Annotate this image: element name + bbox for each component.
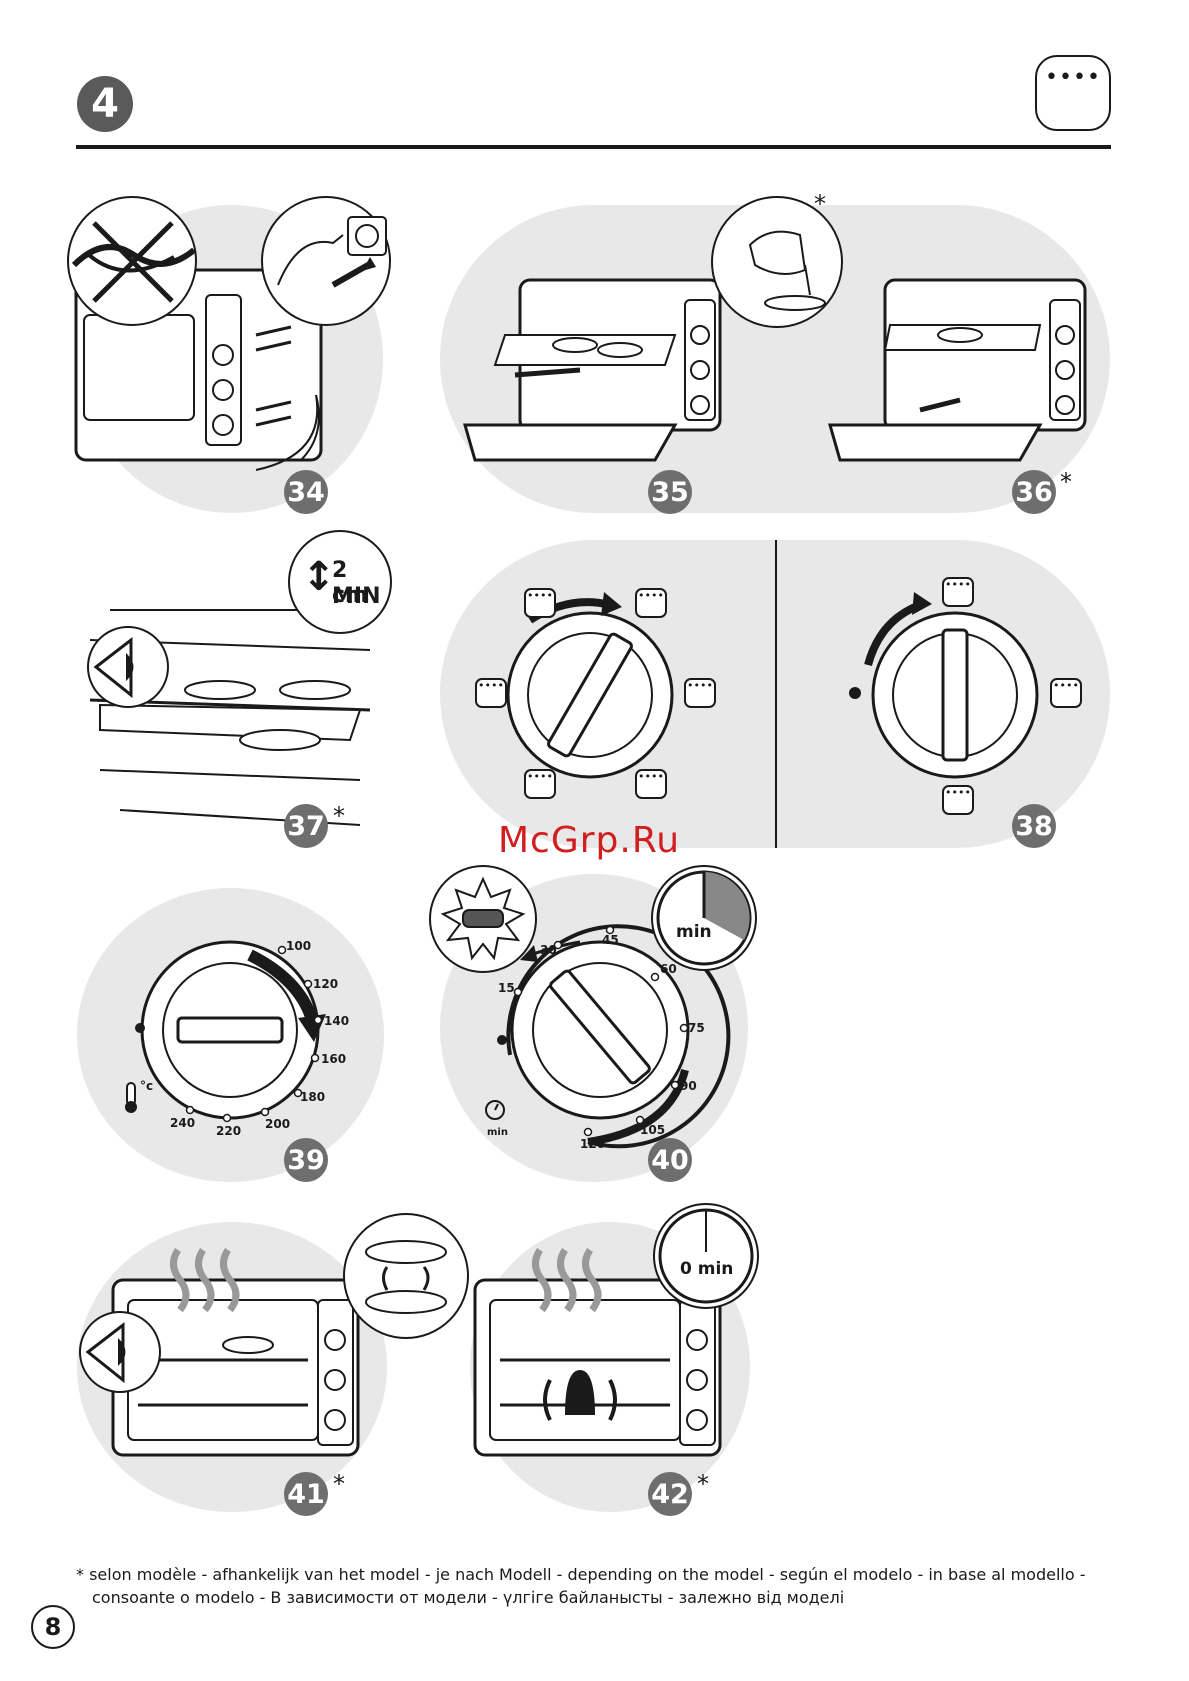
step-number-badge: 37 [284, 804, 328, 848]
step-37-asterisk: * [333, 802, 345, 830]
distance-value: 2 cm [332, 558, 368, 608]
temp-tick-200: 200 [265, 1117, 290, 1131]
temp-tick-140: 140 [324, 1014, 349, 1028]
mode-icon-left: •••• [475, 678, 507, 708]
page-number: 8 [31, 1605, 75, 1649]
dots-icon: •••• [1045, 65, 1101, 90]
eye-check-icon [79, 1311, 161, 1393]
panel-divider [775, 540, 777, 848]
section-symbol-box: •••• [1035, 55, 1111, 131]
footnote-line-2: consoante o modelo - В зависимости от мо… [92, 1588, 845, 1607]
heating-selector-dial[interactable] [840, 580, 1090, 810]
temp-tick-240: 240 [170, 1116, 195, 1130]
distance-label: MIN [332, 584, 381, 609]
distance-min-badge: ↕ 2 cm MIN [288, 530, 392, 634]
function-selector-dial[interactable] [470, 580, 720, 810]
step-number-badge: 38 [1012, 804, 1056, 848]
indicator-light-icon [429, 865, 537, 973]
temp-tick-220: 220 [216, 1124, 241, 1138]
temperature-dial[interactable]: °c 100 120 140 160 180 200 220 240 [100, 900, 380, 1160]
header-rule [76, 145, 1111, 149]
timer-tick-15: 15 [498, 981, 515, 995]
watermark-text: McGrp.Ru [498, 820, 681, 861]
eye-check-icon [87, 626, 169, 708]
mode-icon-top-left: •••• [524, 588, 556, 618]
step-number-badge: 40 [648, 1138, 692, 1182]
timer-minutes-label: min [676, 922, 712, 942]
timer-tick-30: 30 [540, 943, 557, 957]
model-footnote: * selon modèle - afhankelijk van het mod… [76, 1563, 1116, 1609]
plug-in-socket-icon [261, 196, 391, 326]
timer-tick-90: 90 [680, 1079, 697, 1093]
oven-bell-illustration [473, 1248, 722, 1457]
temp-tick-100: 100 [286, 939, 311, 953]
mode-icon-right: •••• [684, 678, 716, 708]
heat-icon-top: •••• [942, 577, 974, 607]
timer-unit-label: min [487, 1127, 508, 1138]
timer-tick-60: 60 [660, 962, 677, 976]
timer-tick-75: 75 [688, 1021, 705, 1035]
mode-icon-bottom-left: •••• [524, 769, 556, 799]
step-41-asterisk: * [333, 1470, 345, 1498]
temp-unit-label: °c [140, 1079, 153, 1093]
oven-insert-rack-illustration [463, 278, 722, 462]
mode-icon-bottom-right: •••• [635, 769, 667, 799]
timer-minutes-badge: min [650, 864, 758, 972]
timer-tick-120: 120 [580, 1137, 605, 1151]
step-36-asterisk: * [1060, 468, 1072, 496]
mode-icon-top-right: •••• [635, 588, 667, 618]
footnote-line-1: * selon modèle - afhankelijk van het mod… [76, 1565, 1086, 1584]
clock-icon [651, 865, 757, 971]
temp-tick-180: 180 [300, 1090, 325, 1104]
no-wound-cord-icon [67, 196, 197, 326]
heat-icon-right: •••• [1050, 678, 1082, 708]
pouring-water-icon [711, 196, 843, 328]
heat-icon-bottom: •••• [942, 785, 974, 815]
end-timer-label: 0 min [680, 1259, 734, 1279]
temp-tick-120: 120 [313, 977, 338, 991]
rack-distance-illustration [89, 609, 371, 826]
temp-tick-160: 160 [321, 1052, 346, 1066]
step-number-badge: 36 [1012, 470, 1056, 514]
clock-zero-icon [653, 1203, 759, 1309]
step-number-badge: 39 [284, 1138, 328, 1182]
updown-arrow-icon: ↕ [302, 554, 336, 600]
turn-food-icon [343, 1213, 469, 1339]
step-number-badge: 41 [284, 1472, 328, 1516]
section-number-badge: 4 [77, 76, 133, 132]
step-35-asterisk: * [814, 190, 826, 218]
timer-dial[interactable]: min 15 30 45 60 75 90 105 120 [470, 900, 731, 1160]
timer-tick-45: 45 [602, 933, 619, 947]
end-timer-badge: 0 min [652, 1202, 760, 1310]
oven-insert-tray-illustration [828, 278, 1087, 462]
step-number-badge: 42 [648, 1472, 692, 1516]
step-number-badge: 34 [284, 470, 328, 514]
step-42-asterisk: * [697, 1470, 709, 1498]
step-number-badge: 35 [648, 470, 692, 514]
timer-tick-105: 105 [640, 1123, 665, 1137]
oven-cooking-illustration [111, 1248, 360, 1457]
